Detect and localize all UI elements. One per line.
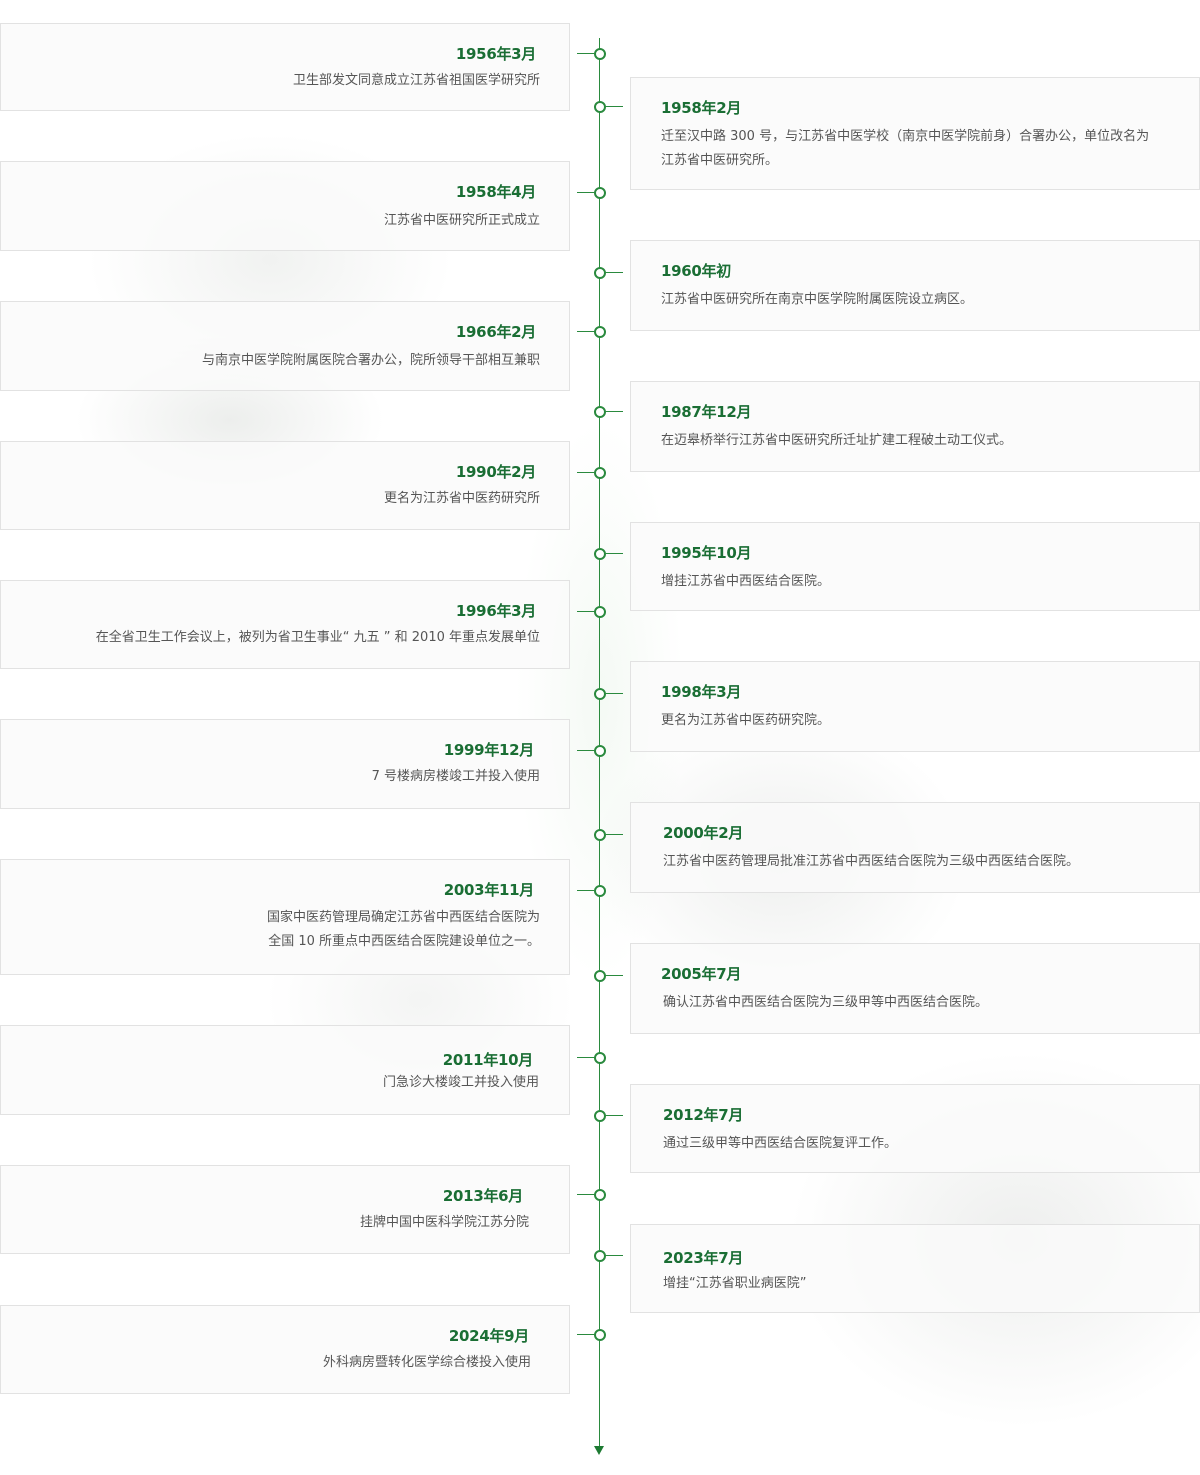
timeline-card-2024-09: 2024年9月 外科病房暨转化医学综合楼投入使用 [0,1305,570,1394]
event-date: 1996年3月 [455,602,536,620]
timeline-card-1990-02: 1990年2月 更名为江苏省中医药研究所 [0,441,570,530]
timeline-card-2000-02: 2000年2月 江苏省中医药管理局批准江苏省中西医结合医院为三级中西医结合医院。 [630,802,1200,893]
event-description: 江苏省中医研究所正式成立 [383,213,540,228]
circle-node-icon [594,267,606,279]
circle-node-icon [594,467,606,479]
timeline-node [577,48,623,60]
event-date: 1998年3月 [661,683,742,701]
circle-node-icon [594,1189,606,1201]
circle-node-icon [594,1329,606,1341]
timeline-card-1966-02: 1966年2月 与南京中医学院附属医院合署办公，院所领导干部相互兼职 [0,301,570,391]
timeline-node [577,187,623,199]
timeline-node [577,1329,623,1341]
timeline-card-2005-07: 2005年7月 确认江苏省中西医结合医院为三级甲等中西医结合医院。 [630,943,1200,1034]
timeline-card-2023-07: 2023年7月 增挂“江苏省职业病医院” [630,1224,1200,1313]
timeline-node [577,326,623,338]
event-date: 2005年7月 [661,965,742,983]
circle-node-icon [594,688,606,700]
event-description: 外科病房暨转化医学综合楼投入使用 [322,1355,531,1370]
event-date: 2000年2月 [663,824,744,842]
circle-node-icon [594,1052,606,1064]
event-description: 增挂江苏省中西医结合医院。 [661,574,831,589]
event-date: 2003年11月 [443,881,535,899]
timeline-node [577,885,623,897]
circle-node-icon [594,829,606,841]
event-date: 1958年2月 [661,99,742,117]
timeline-node [594,101,640,113]
event-description: 江苏省中医研究所在南京中医学院附属医院设立病区。 [661,292,974,307]
event-description: 增挂“江苏省职业病医院” [663,1276,807,1291]
timeline-node [594,1110,640,1122]
timeline-node [594,1250,640,1262]
event-description: 与南京中医学院附属医院合署办公，院所领导干部相互兼职 [201,353,540,368]
event-description: 更名为江苏省中医药研究所 [383,491,540,506]
event-description: 更名为江苏省中医药研究院。 [661,713,831,728]
timeline-node [577,606,623,618]
event-description: 7 号楼病房楼竣工并投入使用 [371,769,540,784]
event-date: 2011年10月 [442,1051,534,1069]
circle-node-icon [594,326,606,338]
circle-node-icon [594,606,606,618]
timeline-card-2013-06: 2013年6月 挂牌中国中医科学院江苏分院 [0,1165,570,1254]
timeline-node [594,688,640,700]
circle-node-icon [594,101,606,113]
event-date: 1958年4月 [455,183,536,201]
circle-node-icon [594,548,606,560]
event-description: 卫生部发文同意成立江苏省祖国医学研究所 [292,73,540,88]
timeline-card-1960: 1960年初 江苏省中医研究所在南京中医学院附属医院设立病区。 [630,240,1200,331]
event-date: 1960年初 [661,262,731,280]
event-date: 2023年7月 [663,1249,744,1267]
circle-node-icon [594,970,606,982]
event-description: 在迈皋桥举行江苏省中医研究所迁址扩建工程破土动工仪式。 [661,433,1013,448]
timeline-card-1958-02: 1958年2月 迁至汉中路 300 号，与江苏省中医学校（南京中医学院前身）合署… [630,77,1200,190]
circle-node-icon [594,745,606,757]
event-date: 1966年2月 [455,323,536,341]
circle-node-icon [594,48,606,60]
event-description: 在全省卫生工作会议上，被列为省卫生事业“ 九五 ” 和 2010 年重点发展单位 [95,630,540,645]
timeline-node [594,829,640,841]
event-description: 国家中医药管理局确定江苏省中西医结合医院为 全国 10 所重点中西医结合医院建设… [266,910,540,949]
event-description: 迁至汉中路 300 号，与江苏省中医学校（南京中医学院前身）合署办公，单位改名为… [661,129,1150,168]
event-date: 1990年2月 [455,463,536,481]
timeline-card-2011-10: 2011年10月 门急诊大楼竣工并投入使用 [0,1025,570,1115]
circle-node-icon [594,406,606,418]
event-date: 2012年7月 [663,1106,744,1124]
timeline-node [577,467,623,479]
arrow-down-icon [594,1446,604,1455]
timeline-card-1995-10: 1995年10月 增挂江苏省中西医结合医院。 [630,522,1200,611]
event-description: 门急诊大楼竣工并投入使用 [382,1075,539,1090]
timeline-card-2012-07: 2012年7月 通过三级甲等中西医结合医院复评工作。 [630,1084,1200,1173]
circle-node-icon [594,187,606,199]
circle-node-icon [594,1250,606,1262]
timeline-card-1958-04: 1958年4月 江苏省中医研究所正式成立 [0,161,570,251]
circle-node-icon [594,1110,606,1122]
event-description: 通过三级甲等中西医结合医院复评工作。 [663,1136,898,1151]
timeline-card-1996-03: 1996年3月 在全省卫生工作会议上，被列为省卫生事业“ 九五 ” 和 2010… [0,580,570,669]
timeline-node [594,970,640,982]
event-date: 2013年6月 [442,1187,523,1205]
timeline-node [577,745,623,757]
event-date: 2024年9月 [448,1327,529,1345]
timeline-card-1998-03: 1998年3月 更名为江苏省中医药研究院。 [630,661,1200,752]
timeline-node [594,548,640,560]
event-date: 1987年12月 [661,403,752,421]
timeline-node [594,267,640,279]
event-date: 1956年3月 [455,45,536,63]
event-description: 挂牌中国中医科学院江苏分院 [359,1215,529,1230]
circle-node-icon [594,885,606,897]
timeline-card-1956-03: 1956年3月 卫生部发文同意成立江苏省祖国医学研究所 [0,23,570,111]
timeline-axis [599,38,600,1450]
event-date: 1995年10月 [661,544,752,562]
timeline-node [577,1052,623,1064]
timeline-node [577,1189,623,1201]
event-date: 1999年12月 [443,741,535,759]
timeline-card-2003-11: 2003年11月 国家中医药管理局确定江苏省中西医结合医院为 全国 10 所重点… [0,859,570,975]
timeline-card-1999-12: 1999年12月 7 号楼病房楼竣工并投入使用 [0,719,570,809]
event-description: 确认江苏省中西医结合医院为三级甲等中西医结合医院。 [663,995,989,1010]
event-description: 江苏省中医药管理局批准江苏省中西医结合医院为三级中西医结合医院。 [663,854,1080,869]
timeline-card-1987-12: 1987年12月 在迈皋桥举行江苏省中医研究所迁址扩建工程破土动工仪式。 [630,381,1200,472]
timeline-node [594,406,640,418]
